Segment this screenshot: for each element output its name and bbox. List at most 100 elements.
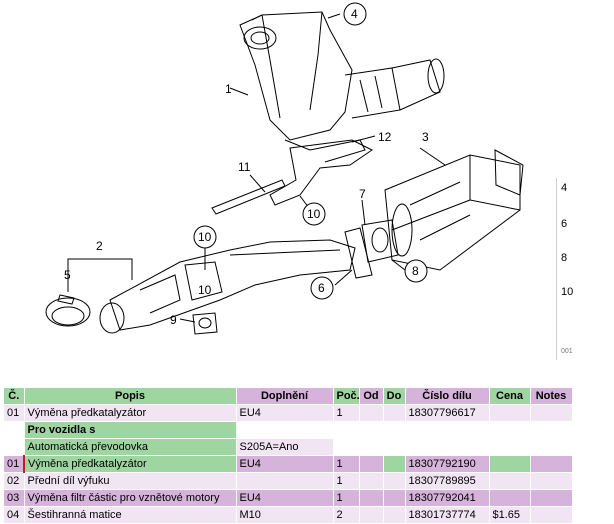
cell-cislo[interactable]: 18307789895 [405, 472, 490, 490]
cell-notes [530, 455, 573, 473]
cell-cena: $1.65 [489, 506, 531, 524]
cell-cena [489, 455, 531, 473]
cell-od [359, 489, 384, 507]
cell-doplneni: EU4 [236, 489, 334, 507]
table-row[interactable]: 01 Výměna předkatalyzátor EU4 1 18307796… [4, 404, 573, 422]
bracket-drawing [269, 139, 373, 206]
cell-popis[interactable]: Výměna filtr částic pro vznětové motory [24, 489, 237, 507]
cell-od [359, 421, 384, 439]
cell-poc: 1 [333, 404, 360, 422]
cell-popis[interactable]: Přední díl výfuku [24, 472, 237, 490]
cell-do [383, 489, 406, 507]
side-number: 8 [561, 252, 568, 264]
cell-cislo[interactable]: 18307792041 [405, 489, 490, 507]
strap-drawing [211, 179, 286, 215]
col-header-popis: Popis [24, 388, 237, 405]
col-header-notes: Notes [530, 388, 573, 405]
cell-no [4, 438, 25, 456]
col-header-do: Do [383, 388, 406, 405]
cell-do [383, 455, 406, 473]
cell-notes [530, 438, 573, 456]
cell-no [4, 421, 25, 439]
table-row: Pro vozidla s [4, 421, 573, 439]
callout-10-a: 10 [198, 230, 212, 244]
side-number: 6 [561, 218, 568, 230]
table-header-row: Č. Popis Doplnění Poč. Od Do Číslo dílu … [4, 388, 573, 405]
callout-3: 3 [422, 130, 429, 144]
callout-6: 6 [318, 281, 325, 295]
cell-cena [489, 421, 531, 439]
cell-od [359, 404, 384, 422]
cell-cislo [405, 421, 490, 439]
cell-poc [333, 438, 360, 456]
cell-od [359, 455, 384, 473]
callout-4: 4 [351, 7, 358, 21]
table-row[interactable]: 01 Výměna předkatalyzátor EU4 1 18307792… [4, 455, 573, 473]
parts-table: Č. Popis Doplnění Poč. Od Do Číslo dílu … [4, 388, 573, 524]
cell-popis: Automatická převodovka [24, 438, 237, 456]
cell-cislo[interactable]: 18307796617 [405, 404, 490, 422]
callout-10-b: 10 [307, 207, 321, 221]
cell-do [383, 472, 406, 490]
cell-doplneni: EU4 [236, 404, 334, 422]
cell-popis: Pro vozidla s [24, 421, 237, 439]
cell-do [383, 438, 406, 456]
cell-no: 01 [4, 455, 25, 473]
cell-doplneni: EU4 [236, 455, 334, 473]
cell-no: 04 [4, 506, 25, 524]
cell-no: 02 [4, 472, 25, 490]
cell-cislo[interactable]: 18307792190 [405, 455, 490, 473]
cell-no: 03 [4, 489, 25, 507]
col-header-od: Od [359, 388, 384, 405]
cell-cena [489, 472, 531, 490]
col-header-poc: Poč. [333, 388, 360, 405]
col-header-cena: Cena [489, 388, 531, 405]
cell-popis[interactable]: Výměna předkatalyzátor [24, 404, 237, 422]
table-row[interactable]: 04 Šestihranná matice M10 2 18301737774 … [4, 506, 573, 524]
front-pipe-drawing [99, 239, 356, 334]
cell-cislo [405, 438, 490, 456]
callout-1: 1 [225, 82, 232, 96]
callout-8: 8 [412, 264, 419, 278]
hanger-drawing [192, 312, 218, 335]
cell-notes [530, 421, 573, 439]
precatalyst-drawing [239, 11, 445, 163]
cell-cena [489, 489, 531, 507]
col-header-doplneni: Doplnění [236, 388, 334, 405]
cell-notes [530, 489, 573, 507]
particulate-filter-drawing [384, 149, 524, 271]
cell-doplneni [236, 421, 334, 439]
gasket-drawing [344, 219, 399, 279]
table-row[interactable]: 03 Výměna filtr částic pro vznětové moto… [4, 489, 573, 507]
adjacent-diagram-strip[interactable]: 4 6 8 10 001 [556, 178, 587, 360]
cell-notes [530, 404, 573, 422]
cell-poc: 1 [333, 455, 360, 473]
callout-9: 9 [170, 313, 177, 327]
side-number: 4 [561, 182, 568, 194]
cell-cislo[interactable]: 18301737774 [405, 506, 490, 524]
cell-notes [530, 472, 573, 490]
cell-no: 01 [4, 404, 25, 422]
col-header-no: Č. [4, 388, 25, 405]
callout-10-c: 10 [198, 283, 212, 297]
cell-doplneni [236, 472, 334, 490]
cell-notes [530, 506, 573, 524]
table-row[interactable]: 02 Přední díl výfuku 1 18307789895 [4, 472, 573, 490]
side-reference: 001 [561, 348, 573, 355]
cell-poc: 1 [333, 489, 360, 507]
col-header-cislo: Číslo dílu [405, 388, 490, 405]
cell-do [383, 404, 406, 422]
cell-doplneni: M10 [236, 506, 334, 524]
cell-poc [333, 421, 360, 439]
cell-cena [489, 404, 531, 422]
clamp-drawing [45, 294, 91, 327]
callout-2: 2 [96, 239, 103, 253]
cell-do [383, 421, 406, 439]
callout-group: 1 2 3 4 5 6 7 8 9 10 10 10 11 12 [64, 2, 429, 327]
table-row: Automatická převodovka S205A=Ano [4, 438, 573, 456]
cell-popis[interactable]: Výměna předkatalyzátor [23, 455, 237, 473]
side-number: 10 [561, 286, 574, 298]
cell-od [359, 472, 384, 490]
cell-od [359, 506, 384, 524]
cell-doplneni: S205A=Ano [236, 438, 334, 456]
